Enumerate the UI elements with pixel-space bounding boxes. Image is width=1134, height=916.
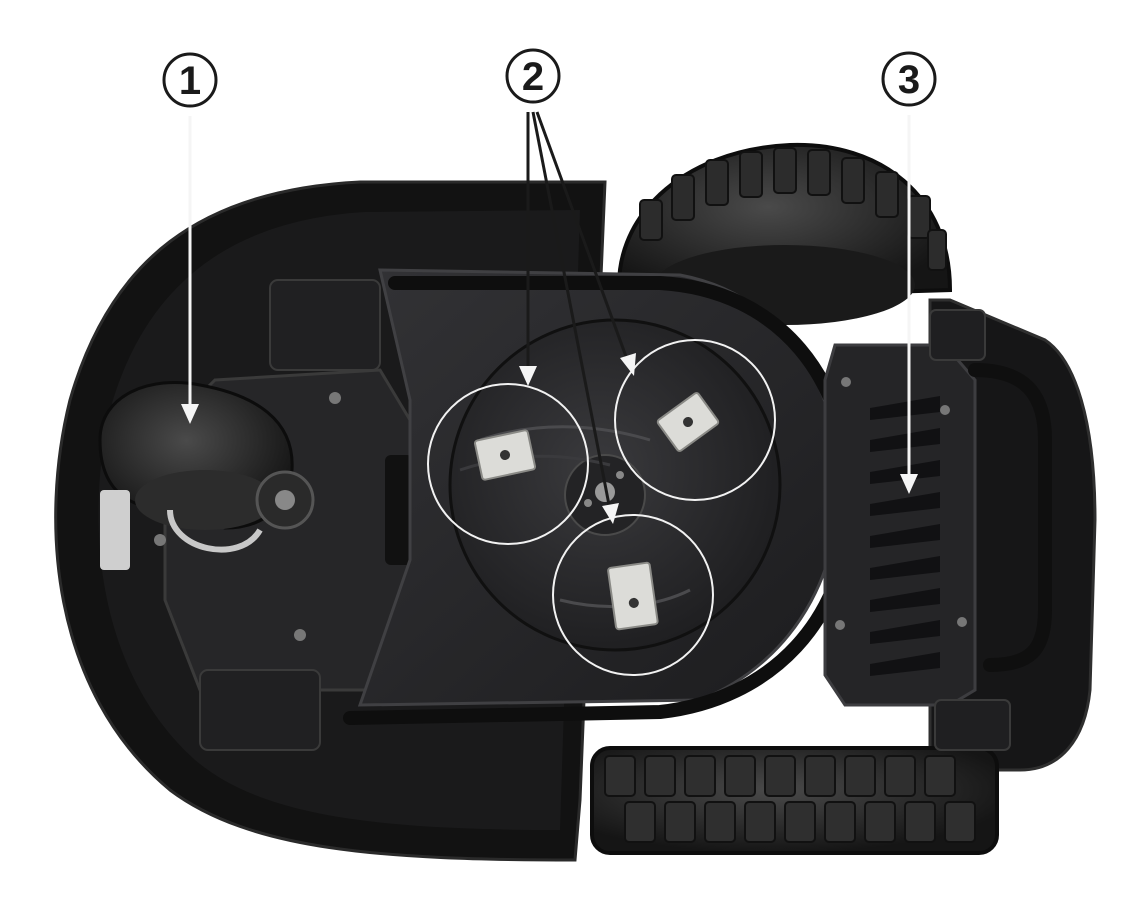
callout-2: 2: [505, 48, 636, 524]
front-caster-wheel: [98, 380, 315, 570]
blade-1: [473, 429, 537, 481]
callout-2-ring: [505, 48, 561, 104]
blade-2: [656, 392, 720, 452]
callout-3: 3: [881, 51, 937, 494]
rear-cover-plate: [823, 309, 1052, 751]
callout-2-arrowhead-a: [519, 366, 537, 386]
blade-highlight-circle-2: [614, 339, 776, 501]
blade-3: [607, 561, 659, 631]
callout-3-number: 3: [898, 58, 920, 102]
callout-1: 1: [162, 52, 218, 424]
callout-1-ring: [162, 52, 218, 108]
callout-2-leader-c: [531, 111, 612, 511]
blade-highlight-circle-1: [427, 383, 589, 545]
rear-wheel-top: [617, 142, 953, 325]
callout-1-number: 1: [179, 59, 201, 103]
callout-2-arrowhead-b: [620, 353, 636, 376]
callout-2-leader-b: [535, 111, 630, 363]
cutting-blades: [473, 392, 720, 631]
callout-3-arrowhead: [900, 474, 918, 494]
blade-highlight-circles: [427, 339, 776, 676]
blade-highlight-circle-3: [552, 514, 714, 676]
callout-2-arrowhead-c: [602, 503, 619, 524]
callout-1-arrowhead: [181, 404, 199, 424]
rear-wheel-bottom: [590, 746, 999, 855]
callout-2-number: 2: [522, 55, 544, 99]
callout-3-ring: [881, 51, 937, 107]
